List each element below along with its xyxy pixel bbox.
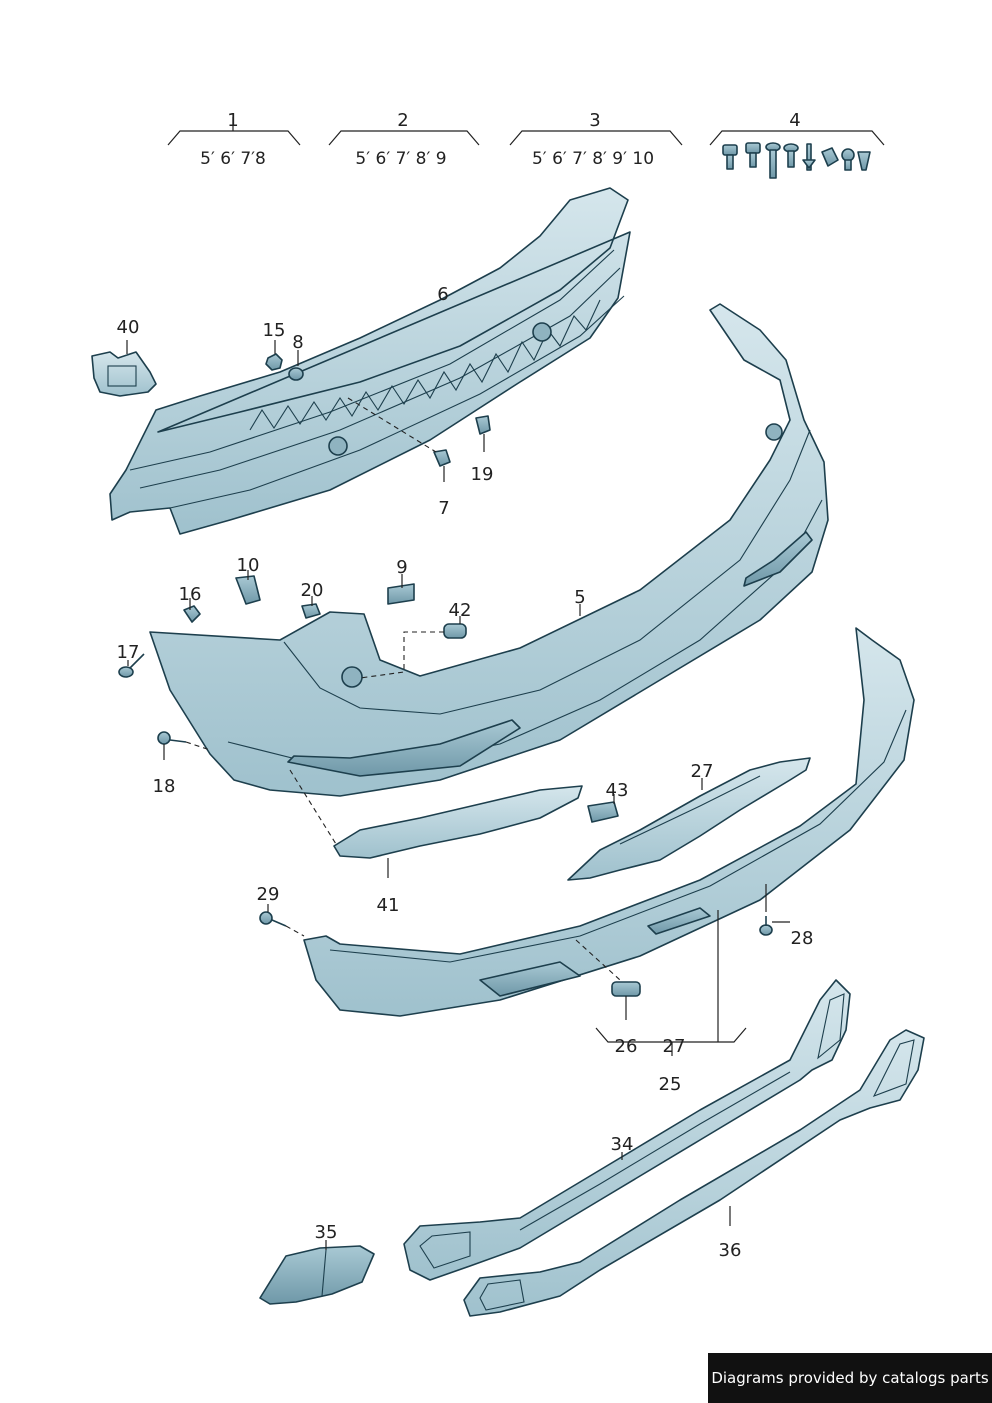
group-3-variants: 5′ 6′ 7′ 8′ 9′ 10 [532,149,654,169]
group-1-number: 1 [227,110,238,131]
callout-bracket-25 [595,910,747,1056]
callout-7: 7 [438,498,449,519]
callout-25: 25 [659,1074,682,1095]
part-43-sensor [587,794,619,823]
group-header-1: 1 5′ 6′ 7′8 [167,110,301,169]
footer-credit-text: Diagrams provided by catalogs parts [711,1369,989,1387]
part-27-bracket [567,757,811,881]
group-1-variants: 5′ 6′ 7′8 [200,149,266,169]
part-15-nut [265,340,283,371]
part-26-sensor [575,939,641,1020]
group-2-variants: 5′ 6′ 7′ 8′ 9 [355,149,446,169]
callout-27-upper: 27 [691,761,714,782]
callout-29: 29 [257,884,280,905]
callout-16: 16 [179,584,202,605]
part-5-bumper-cover [149,303,829,797]
callout-41: 41 [377,895,400,916]
callout-28: 28 [791,928,814,949]
group-header-3: 3 5′ 6′ 7′ 8′ 9′ 10 [509,110,683,169]
callout-27-lower: 27 [663,1036,686,1057]
callout-26: 26 [615,1036,638,1057]
callout-34: 34 [611,1134,634,1155]
group-header-4: 4 [709,110,885,179]
callout-6: 6 [437,284,448,305]
part-42-sensor [359,616,467,679]
part-29-screw [259,904,305,937]
callout-17: 17 [117,642,140,663]
part-18-screw [157,731,211,760]
callout-43: 43 [606,780,629,801]
callout-5: 5 [574,587,585,608]
callout-40: 40 [117,317,140,338]
part-41-trim-strip [289,769,583,878]
group-3-number: 3 [589,110,600,131]
callout-36: 36 [719,1240,742,1261]
group-4-number: 4 [789,110,800,131]
part-7-clip [347,397,451,482]
callout-42: 42 [449,600,472,621]
screw-set-icon [722,142,871,179]
part-35-tailpipe-cover [259,1240,375,1305]
part-25-diffuser [303,627,915,1017]
part-28-screw [759,884,790,936]
group-2-number: 2 [397,110,408,131]
callout-19: 19 [471,464,494,485]
footer-credit: Diagrams provided by catalogs parts [708,1353,992,1403]
part-17-screw [118,653,145,678]
part-36-trim-frame [463,1029,925,1317]
part-19-clip [475,415,491,452]
part-34-grille [403,979,851,1281]
callout-8: 8 [292,332,303,353]
callout-35: 35 [315,1222,338,1243]
part-9-clip [387,574,415,605]
callout-20: 20 [301,580,324,601]
callout-9: 9 [396,557,407,578]
part-10-clip [235,570,261,605]
group-header-2: 2 5′ 6′ 7′ 8′ 9 [328,110,480,169]
part-16-clip [183,598,201,623]
part-20-nut [301,596,321,619]
part-40-bracket [91,340,157,397]
callout-18: 18 [153,776,176,797]
part-8-washer [288,350,304,381]
part-6-bumper-carrier [109,187,631,535]
callout-labels: 40 15 8 6 19 7 10 9 16 20 42 5 17 18 27 … [117,284,814,1261]
callout-10: 10 [237,555,260,576]
callout-15: 15 [263,320,286,341]
